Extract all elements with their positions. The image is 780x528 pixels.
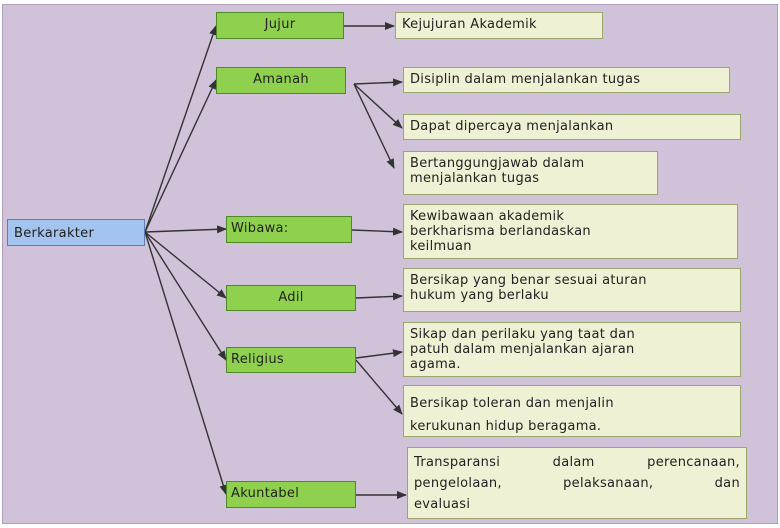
description-line: Disiplin dalam menjalankan tugas xyxy=(410,72,641,87)
connector-arrow-root-to-adil xyxy=(144,231,227,299)
category-label: Amanah xyxy=(253,72,309,87)
category-label: Wibawa: xyxy=(231,221,289,236)
description-line: Kewibawaan akademik xyxy=(410,209,565,224)
description-node-sikap-perilaku: Sikap dan perilaku yang taat dan patuh d… xyxy=(403,322,741,377)
connector-arrow-root-to-wibawa xyxy=(144,225,227,234)
connector-arrow-amanah-to-bertanggungjawab xyxy=(353,83,395,169)
category-node-adil: Adil xyxy=(226,285,356,311)
connector-arrow-root-to-religius xyxy=(144,231,227,361)
root-label: Berkarakter xyxy=(14,226,95,241)
category-node-religius: Religius xyxy=(226,347,356,373)
description-line: Kejujuran Akademik xyxy=(402,17,537,32)
description-line: berkharisma berlandaskan xyxy=(410,224,591,239)
description-line: kerukunan hidup beragama. xyxy=(410,419,602,434)
connector-arrow-wibawa-to-kewibawaan xyxy=(351,227,403,236)
category-label: Akuntabel xyxy=(231,486,300,501)
description-line: agama. xyxy=(410,357,461,372)
category-node-jujur: Jujur xyxy=(216,12,344,39)
root-node-berkarakter: Berkarakter xyxy=(7,219,145,246)
description-line: menjalankan tugas xyxy=(410,171,540,186)
description-line: patuh dalam menjalankan ajaran xyxy=(410,342,635,357)
category-node-wibawa: Wibawa: xyxy=(226,216,352,243)
connector-arrow-root-to-amanah xyxy=(144,79,217,233)
connector-arrow-root-to-akuntabel xyxy=(144,231,228,495)
category-node-amanah: Amanah xyxy=(216,67,346,94)
description-node-transparansi: Transparansi dalam perencanaan, pengelol… xyxy=(407,447,747,519)
category-node-akuntabel: Akuntabel xyxy=(226,481,356,508)
connector-arrow-religius-to-toleran xyxy=(355,359,403,415)
description-line: Sikap dan perilaku yang taat dan xyxy=(410,327,635,342)
description-line: keilmuan xyxy=(410,239,472,254)
description-line: hukum yang berlaku xyxy=(410,288,549,303)
connector-arrow-adil-to-bersikap-benar xyxy=(355,292,403,301)
top-band xyxy=(0,0,780,6)
description-line: Transparansi dalam perencanaan, xyxy=(414,455,740,470)
connector-arrow-amanah-to-disiplin xyxy=(353,78,403,87)
connector-arrow-root-to-jujur xyxy=(144,25,217,233)
category-label: Religius xyxy=(231,352,284,367)
description-node-kewibawaan: Kewibawaan akademik berkharisma berlanda… xyxy=(403,204,738,259)
connector-arrow-religius-to-sikap-perilaku xyxy=(355,349,403,359)
description-node-dipercaya: Dapat dipercaya menjalankan xyxy=(403,114,741,140)
category-label: Jujur xyxy=(264,17,296,32)
description-node-bertanggungjawab: Bertanggungjawab dalam menjalankan tugas xyxy=(403,151,658,195)
connector-arrow-amanah-to-dipercaya xyxy=(353,83,403,129)
description-line: Bertanggungjawab dalam xyxy=(410,156,585,171)
description-line: pengelolaan, pelaksanaan, dan xyxy=(414,476,740,491)
description-line: Dapat dipercaya menjalankan xyxy=(410,119,614,134)
description-line: evaluasi xyxy=(414,497,471,512)
description-line: Bersikap yang benar sesuai aturan xyxy=(410,273,647,288)
category-label: Adil xyxy=(278,290,304,305)
description-node-kejujuran: Kejujuran Akademik xyxy=(395,12,603,39)
description-node-bersikap-benar: Bersikap yang benar sesuai aturan hukum … xyxy=(403,268,741,312)
description-node-toleran: Bersikap toleran dan menjalin kerukunan … xyxy=(403,385,741,437)
description-line: Bersikap toleran dan menjalin xyxy=(410,396,614,411)
description-node-disiplin: Disiplin dalam menjalankan tugas xyxy=(403,67,730,93)
